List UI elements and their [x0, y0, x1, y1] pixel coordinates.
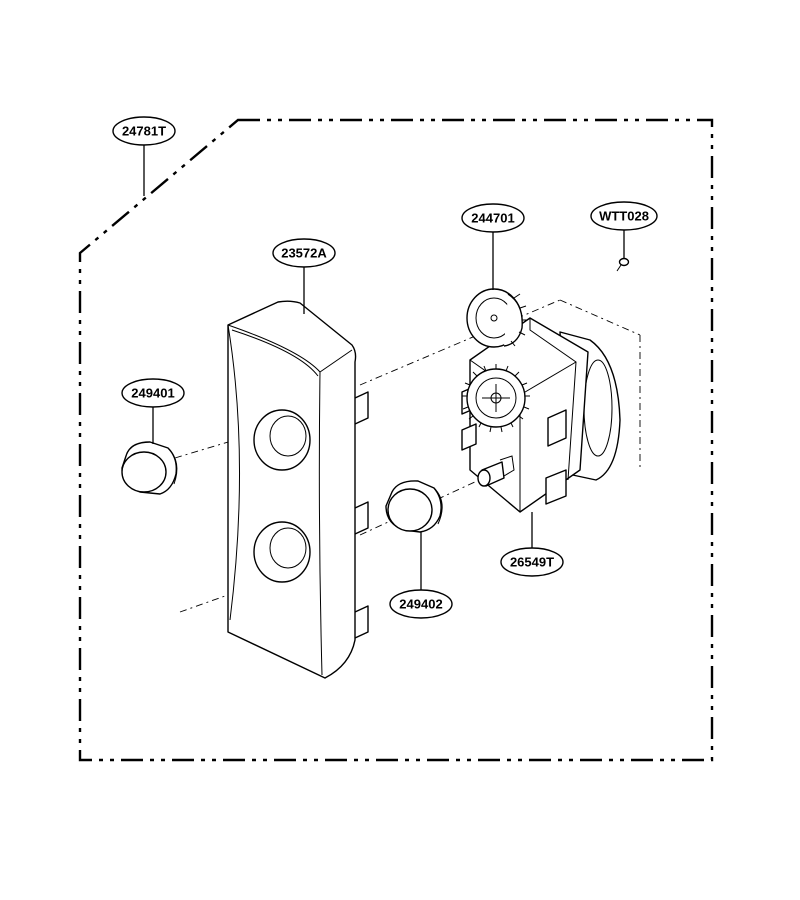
callout-24781T: 24781T — [112, 116, 176, 146]
label-244701: 244701 — [471, 211, 514, 226]
gear-part — [466, 288, 528, 348]
control-panel — [227, 300, 369, 679]
callout-244701: 244701 — [461, 203, 525, 233]
knob-lower — [385, 480, 443, 533]
label-WTT028: WTT028 — [599, 209, 649, 224]
screw-part — [616, 257, 630, 272]
knob-upper — [121, 441, 178, 495]
label-249402: 249402 — [399, 597, 442, 612]
label-23572A: 23572A — [281, 246, 327, 261]
callout-WTT028: WTT028 — [590, 201, 658, 231]
callout-23572A: 23572A — [272, 238, 336, 268]
label-26549T: 26549T — [510, 555, 554, 570]
timer-motor — [461, 317, 621, 513]
label-249401: 249401 — [131, 386, 174, 401]
leader-lines — [143, 145, 625, 590]
callout-249402: 249402 — [389, 589, 453, 619]
label-24781T: 24781T — [122, 124, 166, 139]
callout-249401: 249401 — [121, 378, 185, 408]
callout-26549T: 26549T — [500, 547, 564, 577]
assembly-boundary — [78, 118, 714, 762]
